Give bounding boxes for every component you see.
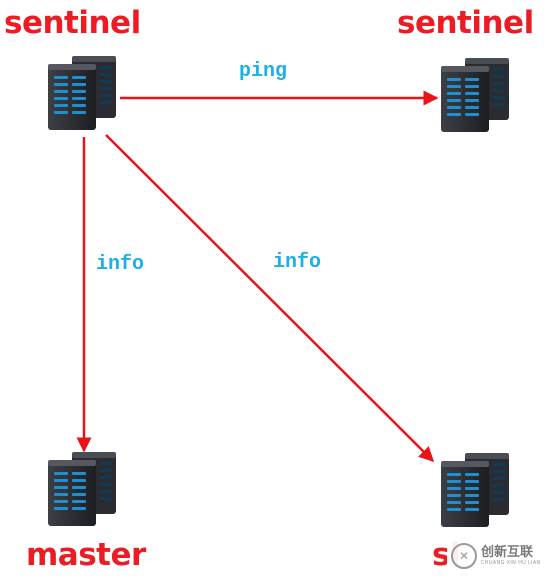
sentinel-left-label: sentinel	[4, 5, 141, 41]
master-server-icon	[48, 452, 116, 526]
sentinel-left-server-icon	[48, 56, 116, 130]
watermark-sub-text: CHUANG XIN HU LIAN	[481, 560, 541, 567]
slave-server-icon	[441, 453, 509, 527]
watermark-main-text: 创新互联	[481, 544, 534, 560]
master-label: master	[26, 537, 146, 573]
info-master-edge-label: info	[96, 253, 145, 276]
sentinel-right-server-icon	[441, 58, 509, 132]
watermark-logo-icon: ✕	[451, 543, 477, 569]
info-slave-edge-label: info	[273, 251, 322, 274]
watermark: ✕ 创新互联 CHUANG XIN HU LIAN	[447, 536, 543, 576]
info-slave-arrow	[105, 134, 435, 463]
sentinel-right-label: sentinel	[397, 5, 534, 41]
ping-edge-label: ping	[239, 60, 288, 83]
